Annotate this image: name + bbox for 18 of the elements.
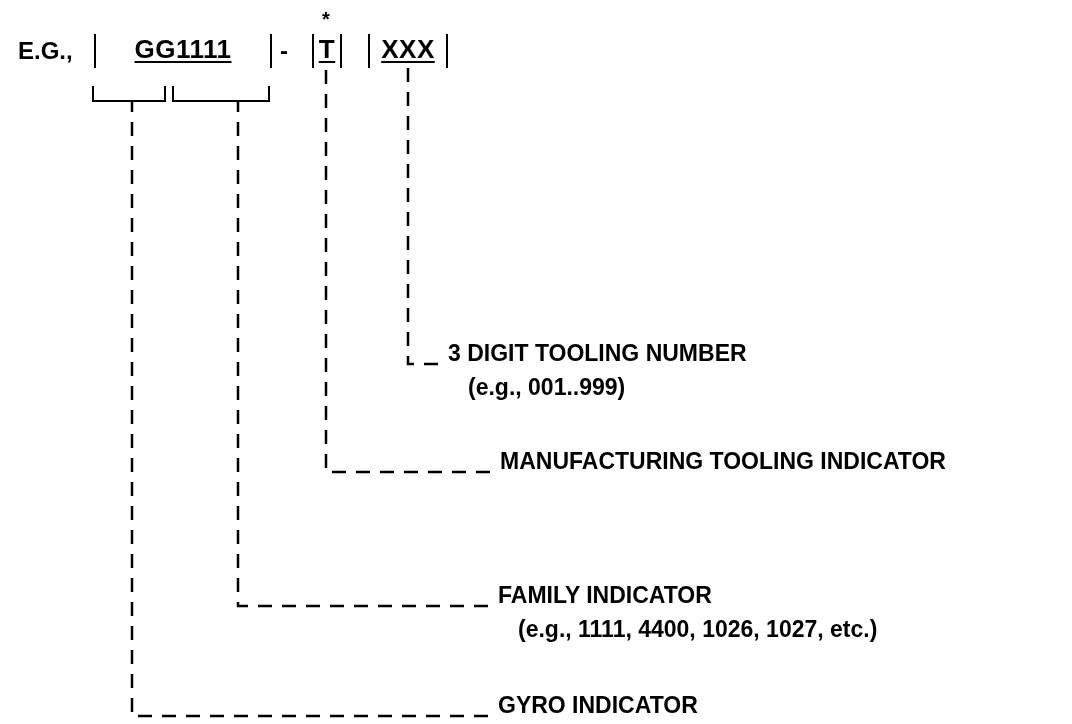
code-segment: GG1111 <box>94 34 272 68</box>
field-label: GYRO INDICATOR <box>498 688 698 722</box>
field-label: 3 DIGIT TOOLING NUMBER <box>448 336 747 370</box>
example-note: (e.g., 1111, 4400, 1026, 1027, etc.) <box>517 615 878 644</box>
bracket <box>172 86 270 102</box>
code-segment: T <box>312 34 342 68</box>
field-label: MANUFACTURING TOOLING INDICATOR <box>500 444 946 478</box>
footnote-mark: * <box>322 7 330 32</box>
leader-line <box>406 68 438 366</box>
leader-line <box>324 68 490 474</box>
separator: - <box>280 36 288 66</box>
example-note: (e.g., 001..999) <box>467 373 627 402</box>
leader-line <box>130 102 488 718</box>
field-label: FAMILY INDICATOR <box>498 578 878 612</box>
leader-line <box>236 102 488 608</box>
bracket <box>92 86 166 102</box>
example-label: E.G., <box>18 36 73 66</box>
code-segment: XXX <box>368 34 448 68</box>
